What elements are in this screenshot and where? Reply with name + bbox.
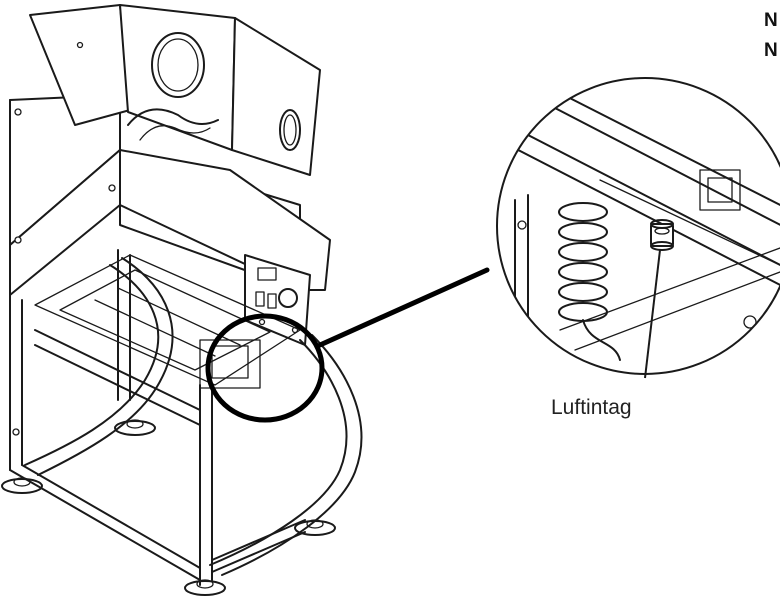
magnified-detail [497,78,780,374]
front-panel [119,149,331,346]
heading-fragment-1: N [764,10,778,31]
detail-highlight [205,267,490,423]
heading-fragment-2: N [764,40,778,61]
coil-spring [558,202,621,361]
air-intake-fitting [650,219,674,251]
open-hood [29,4,321,176]
page-heading-fragment: N N [764,6,778,66]
callout-label-air-intake: Luftintag [551,396,632,419]
feet [1,419,336,596]
tube-supports [24,257,363,576]
callout-leader [644,249,661,379]
